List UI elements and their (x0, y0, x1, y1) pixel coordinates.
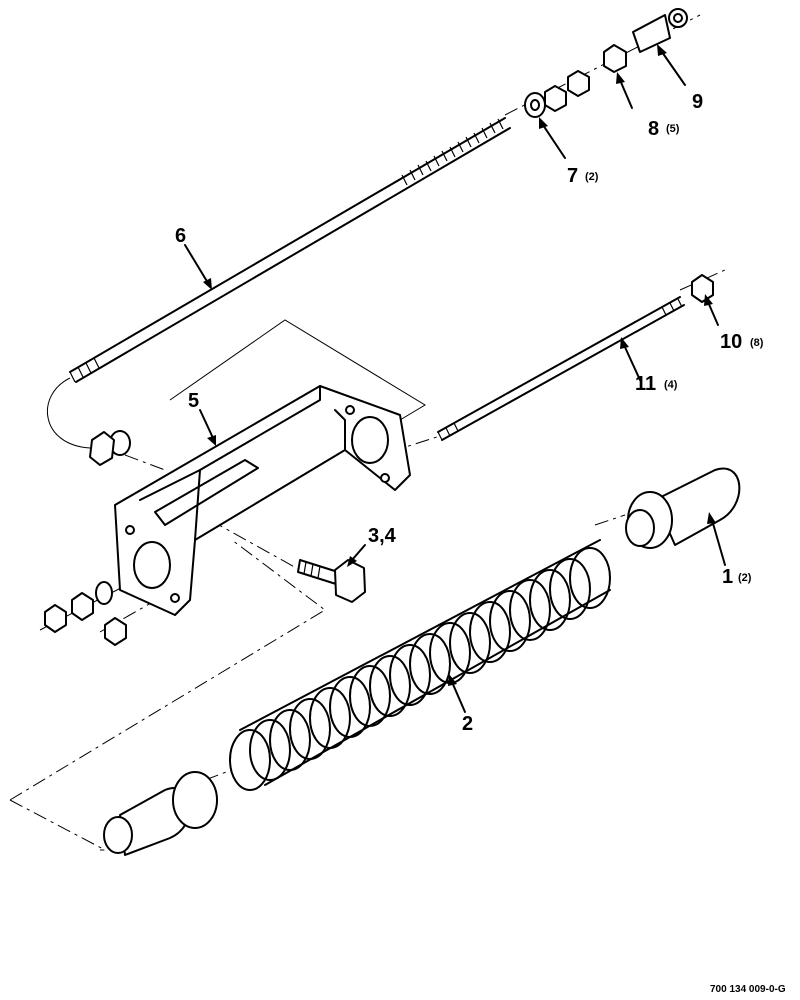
threaded-rod-11 (437, 296, 685, 441)
callout-1-qty: (2) (738, 572, 752, 584)
callout-labels: 1 (2) 2 3,4 5 6 7 (2) 8 (5) 9 10 (8) 11 … (175, 91, 764, 735)
callout-8: 8 (648, 118, 659, 140)
callout-10-qty: (8) (750, 337, 764, 349)
spring-cap-left (103, 771, 218, 856)
hardware-left (44, 581, 127, 646)
nut-washer-rod6 (89, 430, 131, 466)
bracket-5 (114, 385, 411, 616)
callout-10: 10 (720, 331, 742, 353)
callout-11-qty: (4) (664, 379, 678, 391)
bolt-3-4 (297, 559, 366, 603)
callout-7: 7 (567, 165, 578, 187)
callout-7-qty: (2) (585, 171, 599, 183)
drawing-number: 700 134 009-0-G (710, 984, 786, 995)
callout-2: 2 (462, 713, 473, 735)
spring-cap-right (625, 467, 741, 549)
coil-spring-2 (229, 539, 611, 791)
leader-lines (184, 44, 726, 713)
callout-6: 6 (175, 225, 186, 247)
callout-5: 5 (188, 390, 199, 412)
hardware-top (524, 8, 688, 118)
callout-3-4: 3,4 (368, 525, 397, 547)
callout-9: 9 (692, 91, 703, 113)
callout-11: 11 (635, 373, 656, 395)
threaded-rod-6 (46, 117, 511, 449)
nut-10 (691, 274, 714, 303)
callout-8-qty: (5) (666, 123, 680, 135)
callout-1: 1 (722, 566, 733, 588)
